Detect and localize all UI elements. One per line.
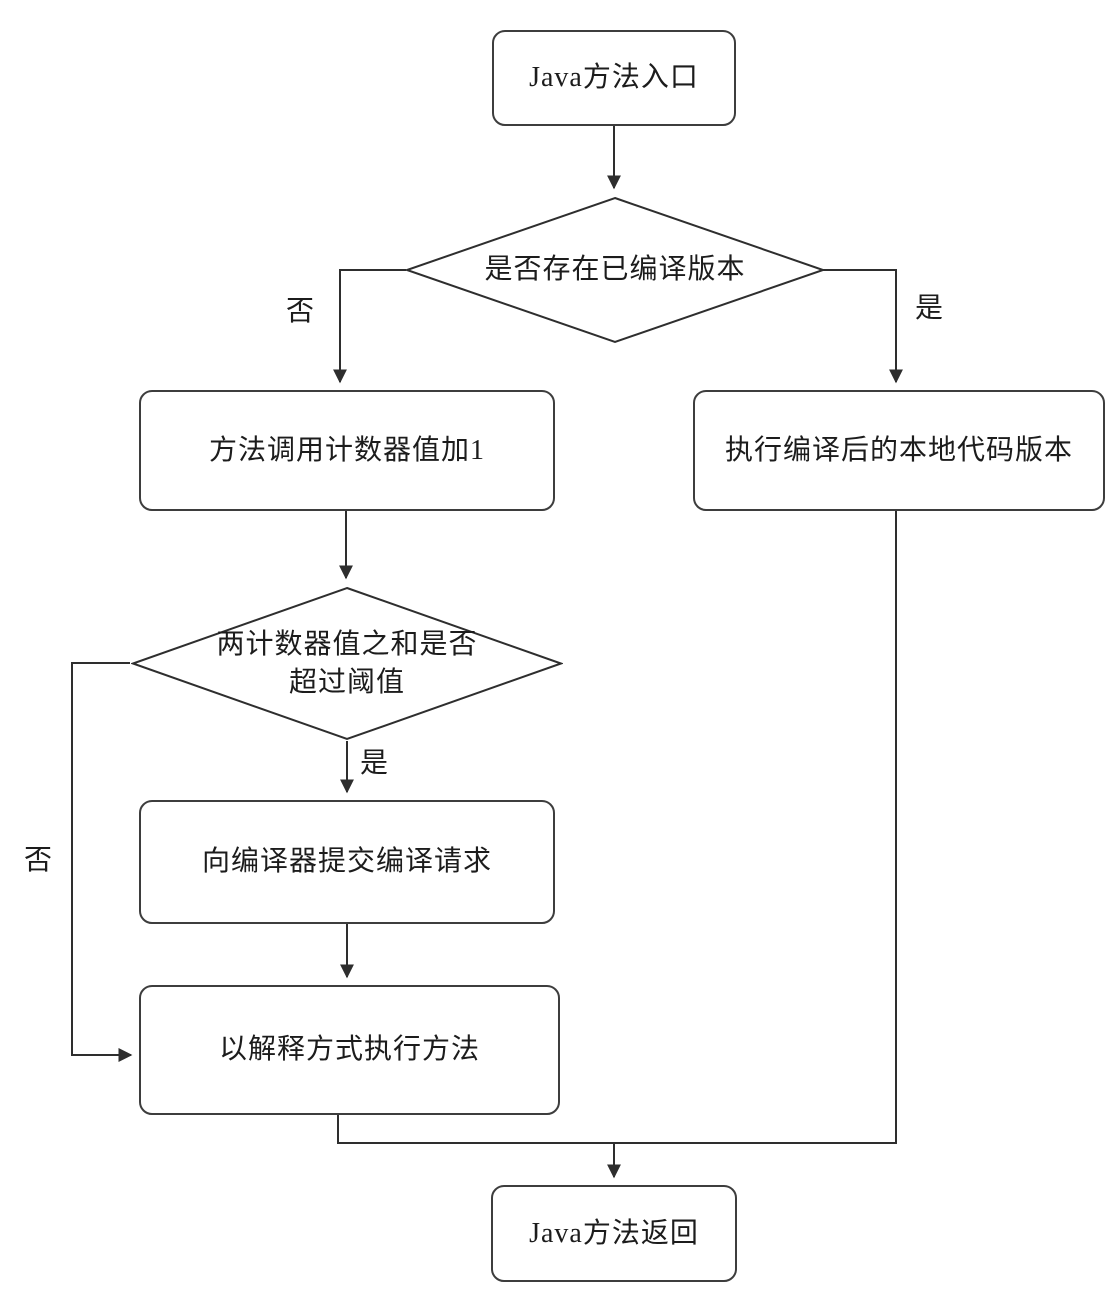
node-increment-counter: 方法调用计数器值加1 — [139, 390, 555, 511]
edge-label-yes-threshold: 是 — [359, 748, 389, 779]
edge-label-no-threshold: 否 — [23, 845, 53, 876]
node-interpret-execute-label: 以解释方式执行方法 — [218, 1034, 480, 1066]
node-increment-counter-label: 方法调用计数器值加1 — [208, 434, 485, 466]
node-submit-request: 向编译器提交编译请求 — [139, 800, 555, 924]
node-check-threshold: 两计数器值之和是否 超过阈值 — [131, 586, 563, 741]
edge-check-compiled-no — [333, 269, 406, 384]
node-start: Java方法入口 — [492, 30, 736, 126]
node-check-compiled-label: 是否存在已编译版本 — [484, 254, 746, 286]
edge-check-threshold-no — [71, 662, 133, 1062]
edge-check-compiled-yes — [823, 269, 903, 384]
node-execute-native-label: 执行编译后的本地代码版本 — [724, 434, 1073, 466]
node-execute-native: 执行编译后的本地代码版本 — [693, 390, 1105, 511]
node-interpret-execute: 以解释方式执行方法 — [139, 985, 560, 1115]
node-check-threshold-label-line2: 超过阈值 — [288, 666, 405, 698]
node-submit-request-label: 向编译器提交编译请求 — [201, 846, 492, 878]
node-end: Java方法返回 — [491, 1185, 737, 1282]
node-end-label: Java方法返回 — [529, 1217, 699, 1249]
node-check-threshold-label-line1: 两计数器值之和是否 — [216, 628, 478, 660]
edge-label-no-compiled: 否 — [285, 296, 315, 327]
node-start-label: Java方法入口 — [529, 62, 699, 94]
node-check-compiled: 是否存在已编译版本 — [405, 196, 825, 344]
diamond-shape-icon — [405, 196, 825, 344]
edge-label-yes-compiled: 是 — [914, 293, 944, 324]
